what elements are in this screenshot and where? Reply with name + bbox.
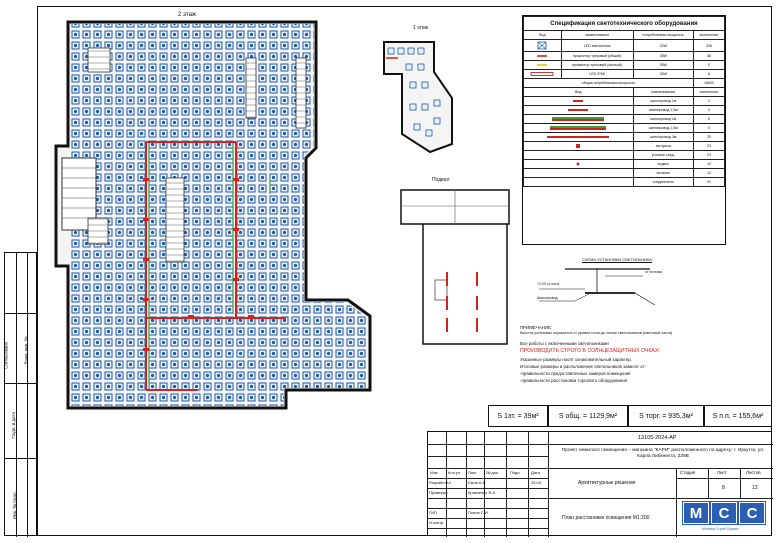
section-label-ceiling: от потолка <box>645 270 663 274</box>
busbar-2-5m-icon <box>550 125 607 130</box>
section-label-busbar: Шинопровод <box>537 296 558 300</box>
legend-header-power: потребляемая мощность <box>632 30 695 40</box>
legend-header-name: наименование <box>560 30 634 40</box>
notes-line-5: Итоговые размеры и расположение светильн… <box>520 364 646 369</box>
equipment-specification: Спецификация светотехнического оборудова… <box>522 15 726 245</box>
installation-section <box>539 268 656 306</box>
legend-header-qty: количество <box>693 30 725 40</box>
stamp-stage-label: Стадия <box>680 470 696 475</box>
stamp-col-change: Изм. <box>430 470 439 475</box>
stamp-col-sign: Подп. <box>510 470 521 475</box>
binding-sidebar: Согласовано Инв. № подл. Подп. и дата Вз… <box>3 252 38 537</box>
basement-plan <box>400 189 510 345</box>
logo-letter-3: С <box>738 501 766 525</box>
stamp-code: 13105-2024-АР <box>638 435 677 441</box>
legend-row: прожектор трековый (желтый) 38W 0 <box>523 60 725 70</box>
stamp-checked-label: Проверил <box>429 490 448 495</box>
notes-line-6: -правильности предоставленных замеров по… <box>520 371 631 376</box>
stamp-gip-name: Попов С.И. <box>468 510 489 515</box>
stamp-norm-label: Н.контр. <box>429 520 445 525</box>
stamp-sheets-no: 13 <box>752 485 758 491</box>
stamp-col-date: Дата <box>531 470 540 475</box>
led-panel-icon <box>537 41 547 49</box>
legend-header-type: Вид <box>523 30 562 40</box>
legend-row: LED светильник 32W 436 <box>523 39 725 52</box>
stamp-col-sheet: Лист <box>468 470 477 475</box>
company-logo: М С С <box>680 501 768 526</box>
logo-subtitle: Монтаж Строй Сервис <box>702 527 739 531</box>
sidebar-label-replace-inv: Взам. инв. № <box>23 336 29 365</box>
area-total: S общ. = 1129,9м² <box>548 405 628 427</box>
sidebar-label-approved: Согласовано <box>3 341 9 369</box>
stamp-sheet-no: 8 <box>722 485 725 491</box>
floor1-plan <box>383 41 453 154</box>
stamp-developed-name: Ежов А.В. <box>468 480 487 485</box>
notes-line-2: Все работы с включенными светильниками <box>520 341 609 346</box>
legend-row: прожектор трековый (общий) 38W 58 <box>523 51 725 61</box>
busbar-3m-icon <box>547 135 610 138</box>
notes-warning: ПРОИЗВОДИТЬ СТРОГО В СОЛНЦЕЗАЩИТНЫХ ОЧКА… <box>520 348 660 354</box>
busbar-1m-icon <box>573 99 584 102</box>
floor1-label: 1 этаж <box>413 25 428 31</box>
floor2-label: 2 этаж <box>178 12 196 18</box>
sidebar-label-sign-date: Подп. и дата <box>11 411 17 439</box>
stamp-sheet-title: План расстановки освещения М1:200 <box>562 515 650 521</box>
section-title: СХЕМА УСТАНОВКИ СВЕТИЛЬНИКА <box>582 257 652 262</box>
track-spot-icon <box>537 54 548 57</box>
floor2-plan <box>54 20 372 410</box>
legend-title: Спецификация светотехнического оборудова… <box>523 16 725 31</box>
track-row: угловое соед.23 <box>523 150 725 160</box>
area-trade: S торг. = 935,3м² <box>628 405 704 427</box>
title-block: Изм. Кол.уч Лист № док. Подп. Дата Разра… <box>427 431 773 537</box>
area-floor1: S 1эт. = 39м² <box>488 405 548 427</box>
logo-letter-2: С <box>710 501 738 525</box>
end-cap-icon <box>576 143 581 148</box>
hanger-icon <box>576 162 580 165</box>
stamp-sheets-label: Листов <box>746 470 761 475</box>
drawing-frame <box>37 6 772 536</box>
notes-title: ПРИМЕЧАНИЕ: <box>520 325 553 330</box>
stamp-col-doc: № док. <box>486 470 499 475</box>
led-ip65-icon <box>530 71 554 76</box>
sidebar-label-inv-no: Инв. № подл. <box>11 491 17 520</box>
notes-line-7: -правильности расстановки торгового обор… <box>520 378 628 383</box>
legend-total-label: общая потребляемая мощность <box>522 78 695 88</box>
notes-line-1: Высота установки опускается от уровня по… <box>520 331 673 335</box>
track-header-name: наименование <box>632 87 695 97</box>
legend-row: LED IP65 38W 6 <box>523 69 725 79</box>
stamp-developed-label: Разработал <box>429 480 451 485</box>
basement-label: Подвал <box>432 177 450 183</box>
track-spot-yellow-icon <box>537 63 548 66</box>
busbar-2m-icon <box>552 116 605 121</box>
stamp-project: Проект нежилого помещения – магазина "КА… <box>561 448 765 460</box>
stamp-developed-date: 25.04 <box>531 480 542 485</box>
stamp-section: Архитектурные решения <box>578 480 636 486</box>
track-header-type: Вид <box>523 87 634 97</box>
legend-total-value: 16600 <box>693 78 725 88</box>
area-utility: S п.п. = 155,6м² <box>704 405 772 427</box>
notes-line-4: Указанные размеры носят ознакомительный … <box>520 357 632 362</box>
stamp-sheet-label: Лист <box>717 470 727 475</box>
busbar-1-5m-icon <box>568 108 589 111</box>
logo-letter-1: М <box>682 501 710 525</box>
stamp-checked-name: Кравченко Я.А <box>468 490 496 495</box>
stamp-col-count: Кол.уч <box>448 470 460 475</box>
stamp-gip-label: ГИП <box>429 510 437 515</box>
section-label-height: +2,00 от пола <box>537 282 560 286</box>
track-header-qty: количество <box>693 87 725 97</box>
